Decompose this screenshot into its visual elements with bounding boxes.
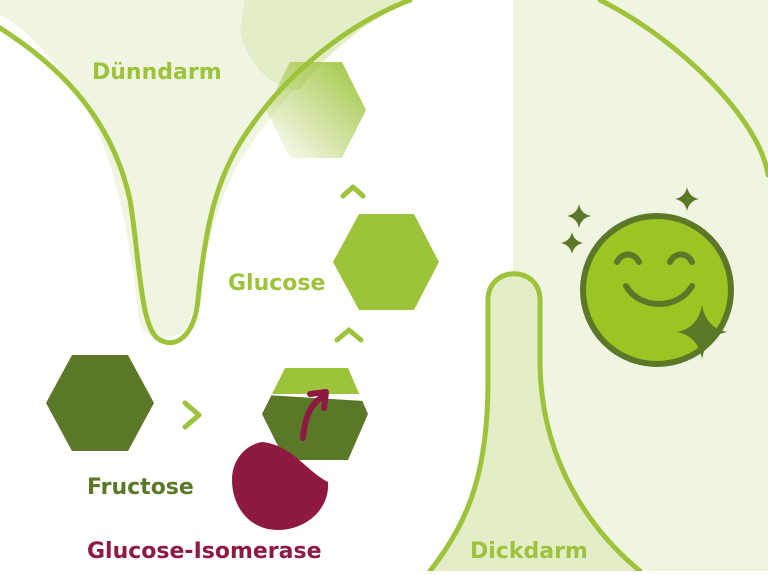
sparkle-icon [677,305,727,359]
small-intestine-region [0,0,410,339]
large-intestine-tube [427,271,643,574]
label-glucose: Glucose [228,271,325,296]
fructose-hexagon [46,355,154,451]
sparkle-icon [561,232,583,254]
label-large-intestine: Dickdarm [470,539,588,564]
conversion-arrowhead-icon [307,389,329,411]
absorbed-glucose-hexagon [266,62,366,158]
label-small-intestine: Dünndarm [92,60,222,85]
large-intestine-outline [597,0,768,178]
isomerizing-hexagon [262,368,368,460]
pacman-enzyme-icon [232,442,329,530]
chevron-icon [182,400,202,430]
label-fructose: Fructose [87,475,194,500]
chevron-icon [340,184,366,199]
large-intestine-tube-fill [430,273,640,571]
chevron-icon [334,327,364,343]
glucose-hexagon [333,214,439,310]
sparkle-icon [567,204,591,228]
label-enzyme: Glucose-Isomerase [87,539,322,564]
conversion-arrow-icon [300,393,327,441]
sparkle-icon [675,187,699,211]
